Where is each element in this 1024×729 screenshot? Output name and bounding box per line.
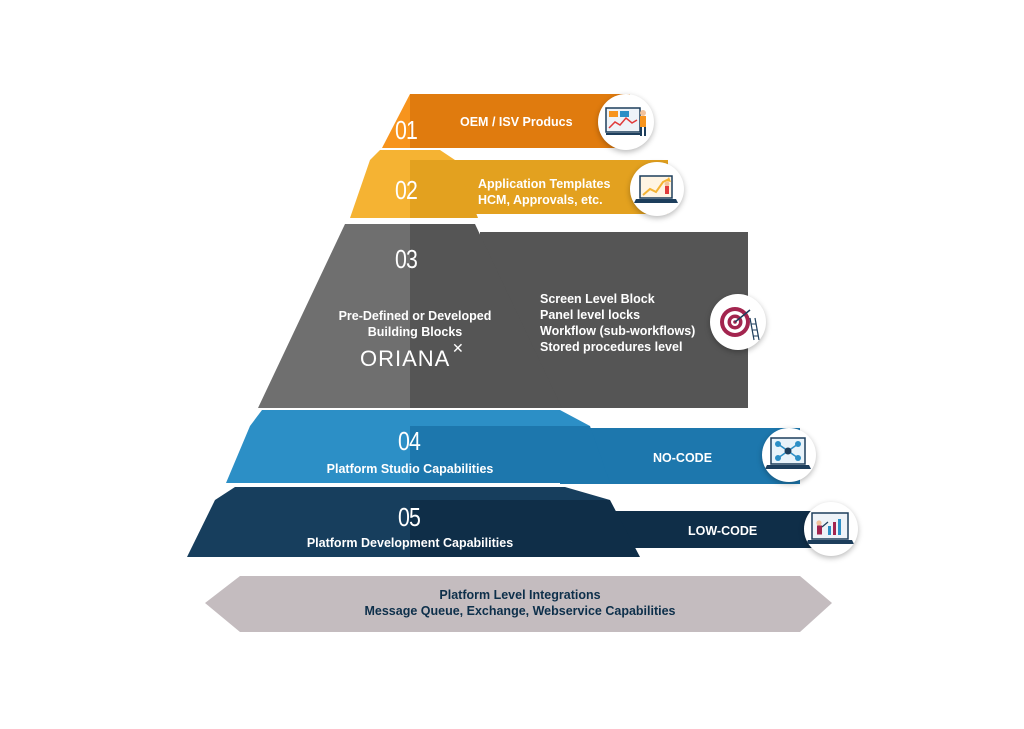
base-line-2: Message Queue, Exchange, Webservice Capa… (364, 604, 676, 618)
level-2-label-line-1: Application Templates (478, 177, 611, 191)
level-5-banner (560, 511, 845, 548)
level-4-number: 04 (398, 426, 421, 456)
level-3-left-line-2: Building Blocks (367, 325, 463, 339)
oriana-logo-text: ORIANA (360, 346, 451, 371)
level-1-number: 01 (395, 115, 418, 145)
target-ladder-icon (710, 294, 766, 350)
level-4-left-label: Platform Studio Capabilities (326, 462, 494, 476)
level-2-front-left (350, 160, 410, 218)
level-4-right-label: NO-CODE (653, 451, 713, 465)
level-2-top-face (370, 150, 455, 160)
dashboard-presentation-icon (598, 94, 654, 150)
level-3-left-line-1: Pre-Defined or Developed (338, 309, 492, 323)
level-3-number: 03 (395, 244, 418, 274)
laptop-growth-chart-icon (630, 162, 684, 216)
level-3-left-face (258, 224, 410, 408)
base-line-1: Platform Level Integrations (439, 588, 601, 602)
level-1-label: OEM / ISV Producs (460, 115, 573, 129)
level-2-banner (440, 160, 668, 214)
level-3-right-line-1: Screen Level Block (540, 292, 655, 306)
level-2-front-right (410, 160, 478, 218)
network-laptop-icon (762, 428, 816, 482)
level-2-number: 02 (395, 175, 418, 205)
level-1-banner (430, 94, 630, 148)
level-1-front-right (410, 94, 445, 148)
level-5-left-label: Platform Development Capabilities (306, 536, 514, 550)
level-4-banner (560, 428, 800, 484)
presenter-screen-icon (804, 502, 858, 556)
oriana-logo: ORIANA ✕ (360, 340, 464, 372)
base-integration-bar (205, 576, 832, 632)
oriana-logo-mark: ✕ (452, 340, 466, 356)
level-1-front-left (382, 94, 410, 148)
level-5-front-right (410, 500, 640, 557)
level-5-right-label: LOW-CODE (688, 524, 758, 538)
level-3-banner (480, 232, 748, 408)
level-3-right-face (410, 224, 562, 408)
level-5-top-face (215, 487, 610, 500)
level-4-top-face (250, 410, 590, 426)
level-3-right-line-2: Panel level locks (540, 308, 641, 322)
level-4-front-right (410, 426, 610, 483)
level-5-number: 05 (398, 502, 421, 532)
level-3-right-line-4: Stored procedures level (540, 340, 683, 354)
level-3-right-line-3: Workflow (sub-workflows) (540, 324, 696, 338)
level-4-front-left (226, 426, 410, 483)
level-5-front-left (187, 500, 410, 557)
level-2-label-line-2: HCM, Approvals, etc. (478, 193, 603, 207)
